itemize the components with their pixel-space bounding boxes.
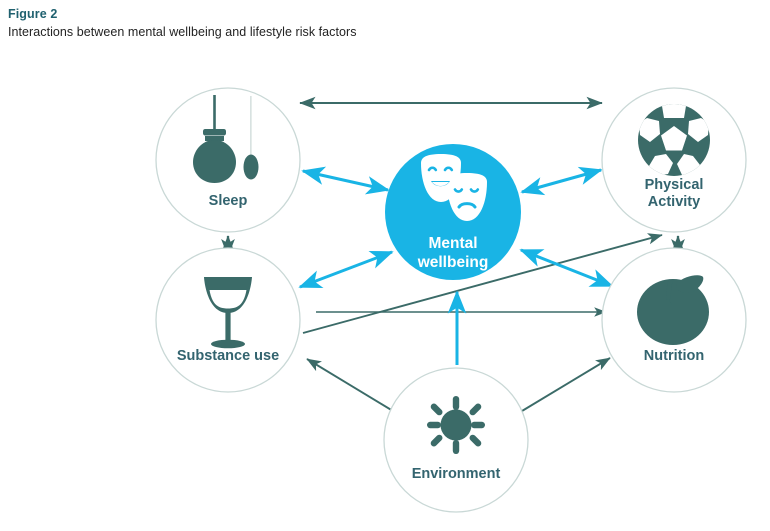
node-physical-activity[interactable]: Physical Activity bbox=[601, 87, 747, 233]
node-substance-use[interactable]: Substance use bbox=[155, 247, 301, 393]
figure-number: Figure 2 bbox=[8, 7, 58, 21]
connection-sleep-mental-wellbeing bbox=[301, 166, 390, 195]
theatre-masks-icon bbox=[421, 154, 487, 221]
node-mental-wellbeing-label-line2: wellbeing bbox=[417, 254, 489, 271]
node-mental-wellbeing[interactable]: Mental wellbeing bbox=[385, 144, 521, 280]
node-sleep[interactable]: Sleep bbox=[155, 87, 301, 233]
node-environment[interactable]: Environment bbox=[383, 367, 529, 513]
figure-header: Figure 2 Interactions between mental wel… bbox=[8, 6, 748, 41]
node-sleep-label: Sleep bbox=[209, 193, 248, 209]
sun-icon bbox=[427, 396, 485, 454]
node-mental-wellbeing-label-line1: Mental bbox=[428, 235, 477, 252]
connection-environment-nutrition bbox=[521, 357, 611, 412]
connection-mental-wellbeing-nutrition bbox=[519, 248, 614, 288]
node-environment-label: Environment bbox=[412, 466, 501, 482]
figure-caption: Interactions between mental wellbeing an… bbox=[8, 25, 357, 39]
lightbulb-icon bbox=[193, 95, 259, 183]
connection-substance-use-mental-wellbeing bbox=[298, 250, 394, 289]
soccer-ball-icon bbox=[638, 104, 710, 176]
node-nutrition-label: Nutrition bbox=[644, 348, 704, 364]
node-nutrition[interactable]: Nutrition bbox=[601, 247, 747, 393]
node-substance-use-label: Substance use bbox=[177, 348, 279, 364]
node-physical-activity-label-line1: Physical bbox=[645, 177, 704, 193]
connection-mental-wellbeing-physical-activity bbox=[520, 166, 603, 196]
apple-icon bbox=[637, 275, 709, 345]
node-mental-wellbeing-circle bbox=[385, 144, 521, 280]
node-physical-activity-label-line2: Activity bbox=[648, 194, 700, 210]
connection-environment-substance-use bbox=[306, 358, 394, 412]
wine-glass-icon bbox=[204, 277, 252, 349]
